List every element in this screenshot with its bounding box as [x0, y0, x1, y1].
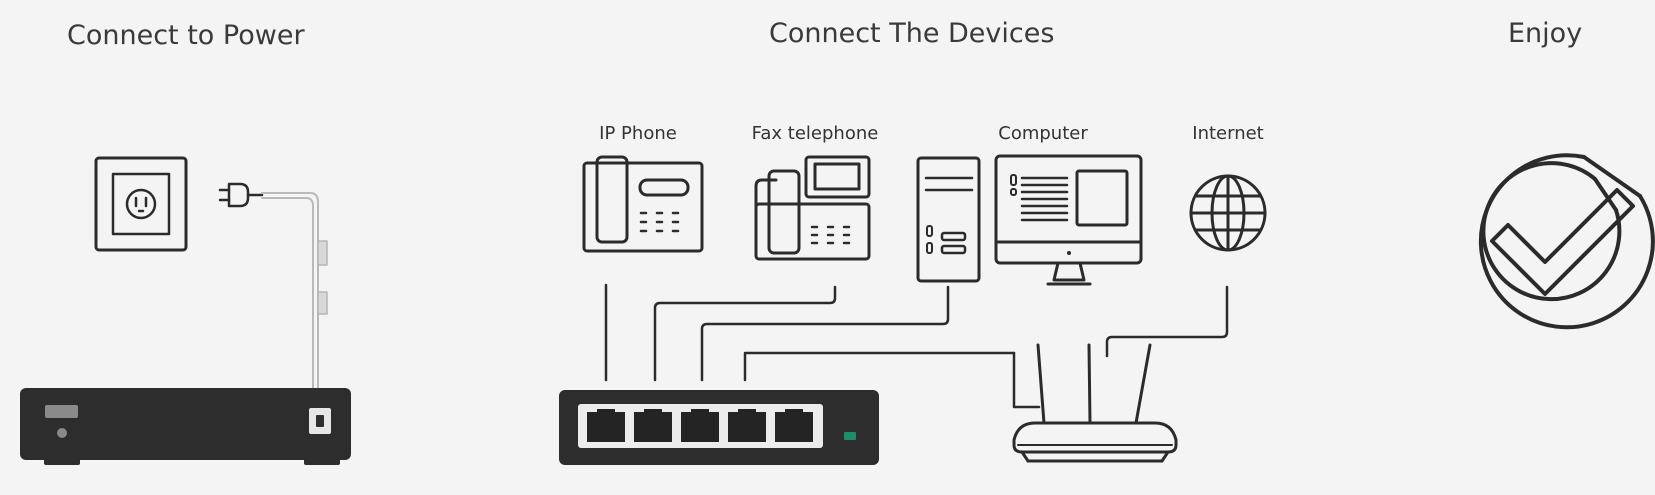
power-switch-device	[20, 388, 351, 465]
wireless-router-icon	[1012, 343, 1178, 463]
ethernet-cables	[604, 283, 1229, 409]
step-connect-power-title: Connect to Power	[67, 20, 305, 51]
computer-tower-icon	[916, 156, 981, 283]
network-switch-device	[559, 390, 879, 465]
ip-phone-label: IP Phone	[599, 123, 677, 144]
internet-globe-icon	[1189, 174, 1267, 252]
wall-outlet-icon	[94, 156, 188, 252]
check-circle-icon	[1478, 153, 1655, 330]
cable-ferrite-1	[317, 240, 328, 266]
ip-phone-icon	[582, 155, 704, 253]
step-connect-devices-title: Connect The Devices	[769, 18, 1055, 49]
power-plug-icon	[218, 182, 264, 208]
switch-status-led	[844, 432, 856, 440]
switch-ports	[587, 409, 813, 442]
step-enjoy-title: Enjoy	[1508, 18, 1583, 49]
fax-telephone-label: Fax telephone	[751, 123, 879, 144]
power-cable	[261, 192, 319, 399]
computer-label: Computer	[998, 123, 1088, 144]
cable-ferrite-2	[317, 291, 328, 315]
computer-monitor-icon	[994, 154, 1143, 286]
internet-label: Internet	[1192, 123, 1264, 144]
fax-telephone-icon	[754, 155, 871, 261]
